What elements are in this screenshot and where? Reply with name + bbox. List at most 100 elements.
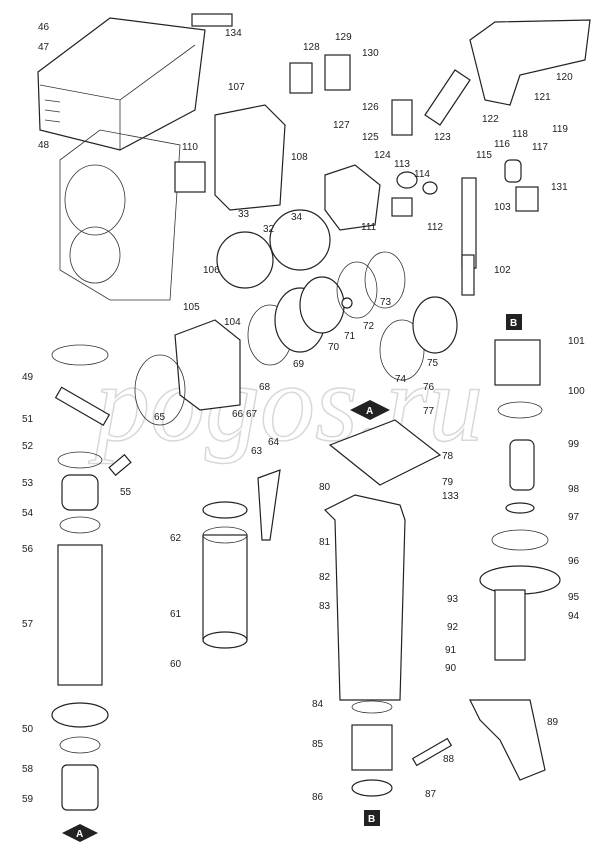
part-label-69: 69: [293, 359, 305, 370]
part-label-111: 111: [361, 222, 377, 233]
bearing-stack: [134, 251, 458, 426]
part-label-66: 66: [232, 409, 244, 420]
part-label-112: 112: [427, 222, 443, 233]
part-label-97: 97: [568, 512, 580, 523]
marker-a-bottom-label: A: [76, 829, 83, 840]
part-label-78: 78: [442, 451, 454, 462]
part-label-88: 88: [443, 754, 455, 765]
part-label-62: 62: [170, 533, 182, 544]
part-label-122: 122: [482, 114, 499, 125]
part-label-133: 133: [442, 491, 459, 502]
part-label-84: 84: [312, 699, 324, 710]
part-label-107: 107: [228, 82, 245, 93]
part-label-114: 114: [414, 169, 430, 180]
part-label-129: 129: [335, 32, 352, 43]
part-label-57: 57: [22, 619, 34, 630]
part-label-92: 92: [447, 622, 459, 633]
part-label-98: 98: [568, 484, 580, 495]
part-label-65: 65: [154, 412, 166, 423]
marker-a-mid: [350, 400, 390, 420]
part-number-labels: 46 47 134 48 128 129 130 107 126 127 123 122 121 120 1…: [22, 22, 585, 805]
part-label-46: 46: [38, 22, 50, 33]
right-column: [411, 339, 561, 781]
part-label-116: 116: [494, 139, 510, 150]
marker-a-bottom: [62, 824, 98, 842]
part-label-123: 123: [434, 132, 451, 143]
part-label-47: 47: [38, 42, 50, 53]
part-label-60: 60: [170, 659, 182, 670]
part-label-32: 32: [263, 224, 275, 235]
part-label-91: 91: [445, 645, 457, 656]
part-label-89: 89: [547, 717, 559, 728]
part-label-130: 130: [362, 48, 379, 59]
part-label-121: 121: [534, 92, 551, 103]
switch-box: [174, 104, 331, 289]
handle-assembly: [289, 19, 591, 296]
part-label-106: 106: [203, 265, 220, 276]
part-label-49: 49: [22, 372, 34, 383]
reference-markers: B A A B: [62, 314, 522, 842]
part-label-131: 131: [551, 182, 568, 193]
part-label-124: 124: [374, 150, 391, 161]
marker-b-bottom: [364, 810, 380, 826]
part-label-125: 125: [362, 132, 379, 143]
part-label-34: 34: [291, 212, 303, 223]
part-label-118: 118: [512, 129, 528, 140]
marker-b-top-label: B: [510, 318, 517, 329]
part-label-128: 128: [303, 42, 320, 53]
part-label-95: 95: [568, 592, 580, 603]
part-label-100: 100: [568, 386, 585, 397]
part-label-90: 90: [445, 663, 457, 674]
part-label-58: 58: [22, 764, 34, 775]
left-column: [51, 344, 132, 811]
part-label-119: 119: [552, 124, 568, 135]
part-label-50: 50: [22, 724, 34, 735]
part-label-74: 74: [395, 374, 407, 385]
part-label-52: 52: [22, 441, 34, 452]
part-label-67: 67: [246, 409, 258, 420]
part-label-55: 55: [120, 487, 132, 498]
part-label-77: 77: [423, 406, 435, 417]
part-label-134: 134: [225, 28, 242, 39]
part-label-113: 113: [394, 159, 410, 170]
part-label-71: 71: [344, 331, 356, 342]
part-label-48: 48: [38, 140, 50, 151]
part-label-120: 120: [556, 72, 573, 83]
part-label-33: 33: [238, 209, 250, 220]
part-label-127: 127: [333, 120, 350, 131]
motor-housing: [59, 129, 181, 301]
part-label-87: 87: [425, 789, 437, 800]
part-label-63: 63: [251, 446, 263, 457]
part-label-73: 73: [380, 297, 392, 308]
part-label-96: 96: [568, 556, 580, 567]
part-label-83: 83: [319, 601, 331, 612]
part-label-103: 103: [494, 202, 511, 213]
motor-cover: [37, 13, 233, 151]
part-label-54: 54: [22, 508, 34, 519]
part-label-104: 104: [224, 317, 241, 328]
part-label-56: 56: [22, 544, 34, 555]
part-label-70: 70: [328, 342, 340, 353]
part-label-117: 117: [532, 142, 548, 153]
marker-b-top: [506, 314, 522, 330]
part-label-75: 75: [427, 358, 439, 369]
part-label-115: 115: [476, 150, 492, 161]
part-label-126: 126: [362, 102, 379, 113]
part-label-99: 99: [568, 439, 580, 450]
part-label-85: 85: [312, 739, 324, 750]
part-label-53: 53: [22, 478, 34, 489]
part-label-79: 79: [442, 477, 454, 488]
part-label-64: 64: [268, 437, 280, 448]
part-label-93: 93: [447, 594, 459, 605]
part-label-82: 82: [319, 572, 331, 583]
part-label-80: 80: [319, 482, 331, 493]
part-label-110: 110: [182, 142, 198, 153]
part-label-81: 81: [319, 537, 331, 548]
marker-a-mid-label: A: [366, 406, 373, 417]
barrel-assembly: [202, 419, 442, 797]
part-label-59: 59: [22, 794, 34, 805]
part-label-72: 72: [363, 321, 375, 332]
marker-b-bottom-label: B: [368, 814, 375, 825]
